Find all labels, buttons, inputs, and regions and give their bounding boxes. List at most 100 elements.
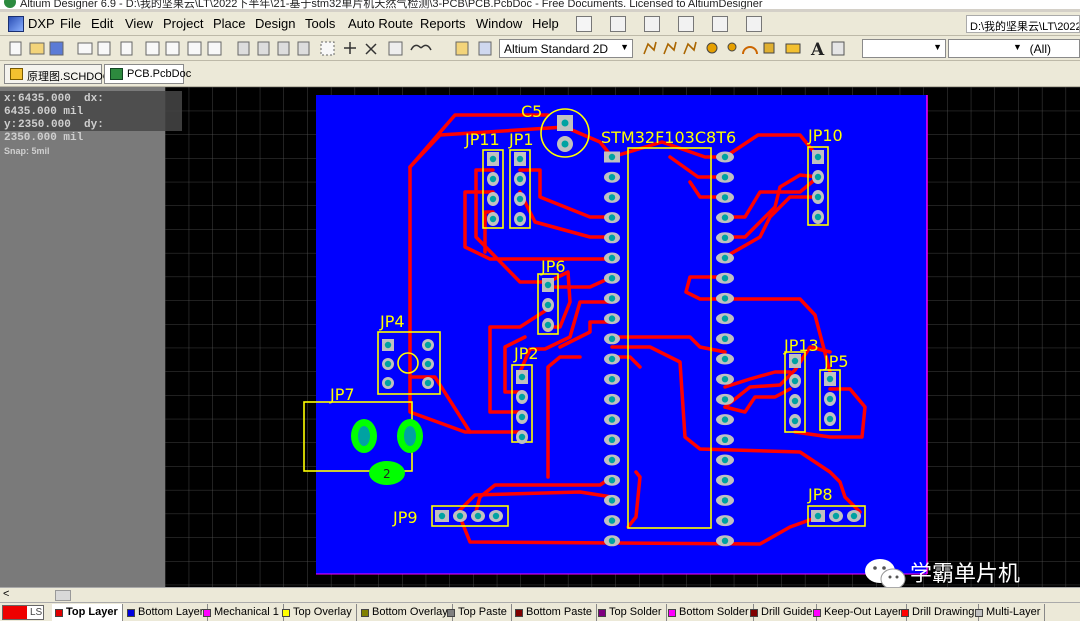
align-icon[interactable]: [610, 16, 626, 32]
menu-file[interactable]: File: [60, 16, 81, 31]
pad: [604, 313, 620, 325]
pad: [487, 192, 499, 206]
designator-jp11: JP11: [464, 130, 500, 149]
layer-tab-keep-out-layer[interactable]: Keep-Out Layer: [810, 604, 907, 621]
room-icon[interactable]: [678, 16, 694, 32]
layer-tab-label: Bottom Overlay: [372, 606, 448, 618]
hud-dy-value: 2350.000 mil: [4, 132, 84, 144]
layer-tab-bottom-layer[interactable]: Bottom Layer: [124, 604, 209, 621]
menu-window[interactable]: Window: [476, 16, 523, 31]
text-icon[interactable]: [644, 16, 660, 32]
layer-tab-label: Top Solder: [609, 606, 662, 618]
chevron-down-icon: ▼: [1013, 42, 1022, 52]
layer-tab-drill-drawing[interactable]: Drill Drawing: [898, 604, 980, 621]
horizontal-scrollbar[interactable]: <: [0, 587, 1080, 602]
layer-tab-mechanical-1[interactable]: Mechanical 1: [200, 604, 284, 621]
dxp-icon[interactable]: [8, 16, 24, 32]
pad: [514, 152, 526, 166]
pad: [489, 510, 503, 522]
document-tabs: 原理图.SCHDOC PCB.PcbDoc: [0, 61, 1080, 87]
pcb-canvas[interactable]: C5 STM32F103C8T6 JP11 JP1 JP10 JP6 JP4 J…: [0, 87, 1080, 587]
pad: [716, 232, 734, 244]
pad: [789, 394, 801, 408]
pad: [516, 370, 528, 384]
filter-combo-2[interactable]: (All)▼: [948, 39, 1080, 58]
layer-color-swatch: [598, 609, 606, 617]
layer-tab-bottom-solder[interactable]: Bottom Solder: [665, 604, 754, 621]
filter-combo-1[interactable]: ▼: [862, 39, 946, 58]
pad: [604, 515, 620, 527]
pad: [514, 172, 526, 186]
hud-y-label: y:: [4, 119, 18, 131]
pad: [382, 358, 394, 370]
menu-place[interactable]: Place: [213, 16, 246, 31]
standard-tool-icons[interactable]: [6, 36, 496, 61]
pad: [604, 414, 620, 426]
hud-snap: Snap: 5mil: [4, 146, 50, 156]
layer-tab-label: Mechanical 1: [214, 606, 279, 618]
pad: [453, 510, 467, 522]
layer-tab-label: Multi-Layer: [986, 606, 1041, 618]
layer-tab-bottom-paste[interactable]: Bottom Paste: [512, 604, 598, 621]
pad: [487, 172, 499, 186]
pad: [829, 510, 843, 522]
designator-c5: C5: [521, 102, 542, 121]
menu-dxp[interactable]: DXP: [28, 16, 55, 31]
menu-design[interactable]: Design: [255, 16, 296, 31]
menu-edit[interactable]: Edit: [91, 16, 114, 31]
interactive-routing-icon[interactable]: [576, 16, 592, 32]
menu-view[interactable]: View: [125, 16, 153, 31]
svg-text:A: A: [810, 40, 825, 60]
layer-tab-multi-layer[interactable]: Multi-Layer: [972, 604, 1046, 621]
tab-pcb-doc[interactable]: PCB.PcbDoc: [104, 64, 191, 84]
hud-y-value: 2350.000: [18, 119, 71, 131]
designator-jp8: JP8: [807, 485, 833, 504]
pad: [435, 510, 449, 522]
pcb-drawing[interactable]: C5 STM32F103C8T6 JP11 JP1 JP10 JP6 JP4 J…: [0, 87, 1080, 587]
designator-jp4: JP4: [379, 312, 405, 331]
window-title: Altium Designer 6.9 - D:\我的坚果云\LT\2022下半…: [20, 0, 763, 9]
layer-tab-drill-guide[interactable]: Drill Guide: [747, 604, 818, 621]
layer-color-swatch: [361, 609, 369, 617]
menu-auto-route[interactable]: Auto Route: [348, 16, 414, 31]
pad: [382, 339, 394, 351]
menu-reports[interactable]: Reports: [420, 16, 466, 31]
pad: [422, 339, 434, 351]
pad: [604, 333, 620, 345]
pad: [487, 152, 499, 166]
pad: [824, 392, 836, 406]
layer-tab-label: Top Layer: [66, 606, 118, 618]
menu-help[interactable]: Help: [532, 16, 559, 31]
pad: [716, 292, 734, 304]
standard-toolbar: Altium Standard 2D▼ A ▼ (All)▼: [0, 36, 1080, 61]
menu-tools[interactable]: Tools: [305, 16, 336, 31]
layer-tab-top-overlay[interactable]: Top Overlay: [279, 604, 357, 621]
layer-tab-label: Drill Guide: [761, 606, 813, 618]
layer-tab-bottom-overlay[interactable]: Bottom Overlay: [358, 604, 453, 621]
watermark: 学霸单片机: [865, 559, 1020, 587]
scroll-left-icon[interactable]: <: [3, 588, 10, 600]
designator-u1: STM32F103C8T6: [601, 128, 736, 147]
tab-label: 原理图.SCHDOC: [27, 71, 111, 83]
scroll-thumb[interactable]: [55, 590, 71, 601]
component-icon[interactable]: [712, 16, 728, 32]
layer-color-swatch: [203, 609, 211, 617]
layer-tab-top-solder[interactable]: Top Solder: [595, 604, 667, 621]
tab-schematic-doc[interactable]: 原理图.SCHDOC: [4, 64, 111, 84]
layer-color-swatch: [750, 609, 758, 617]
pad: [542, 298, 554, 312]
chevron-down-icon: ▼: [933, 42, 942, 52]
watermark-text: 学霸单片机: [910, 562, 1020, 587]
ls-label: LS: [30, 607, 43, 618]
layer-tab-top-layer[interactable]: Top Layer: [52, 604, 123, 621]
grid-icon[interactable]: [746, 16, 762, 32]
view-config-combo[interactable]: Altium Standard 2D▼: [499, 39, 633, 58]
pad: [604, 272, 620, 284]
ls-button[interactable]: LS: [2, 605, 44, 620]
menu-project[interactable]: Project: [163, 16, 204, 31]
layer-tab-label: Bottom Solder: [679, 606, 749, 618]
layer-tab-top-paste[interactable]: Top Paste: [444, 604, 512, 621]
pad: [811, 510, 825, 522]
pad: [604, 434, 620, 446]
place-tool-icons[interactable]: A: [640, 36, 860, 61]
